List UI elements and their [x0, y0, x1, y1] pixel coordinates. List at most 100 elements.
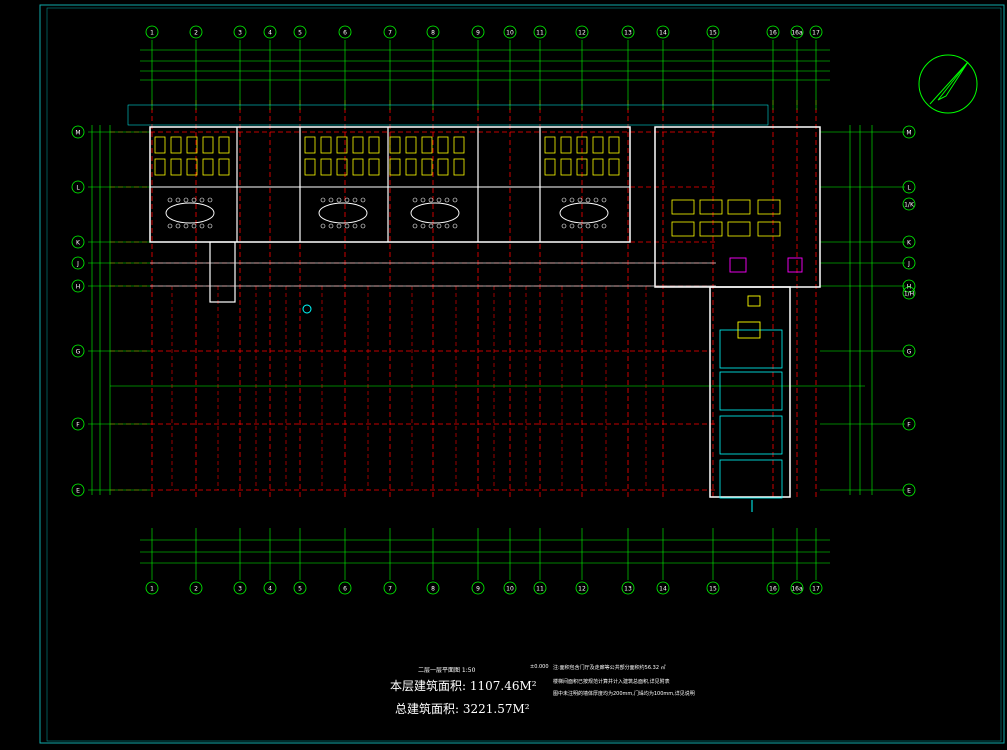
column-grid	[110, 100, 817, 500]
chair	[593, 197, 599, 203]
bed	[368, 158, 380, 176]
chair	[167, 197, 173, 203]
grid-bubble-bottom-label: 16	[769, 586, 777, 593]
bed	[336, 158, 348, 176]
grid-bubble-top	[426, 25, 440, 39]
grid-bubble-bottom-label: 6	[343, 586, 347, 593]
grid-bubble-bottom-label: 3	[238, 586, 242, 593]
bed	[576, 158, 588, 176]
chair	[601, 223, 607, 229]
grid-bubble-bottom	[706, 581, 720, 595]
grid-bubble-top-label: 13	[624, 30, 632, 37]
chair	[191, 197, 197, 203]
label-strip	[127, 104, 769, 126]
grid-bubble-right	[902, 125, 916, 139]
grid-bubble-top	[293, 25, 307, 39]
grid-bubble-bottom	[263, 581, 277, 595]
chair	[452, 197, 458, 203]
chair	[577, 223, 583, 229]
bed	[304, 136, 316, 154]
grid-bubble-bottom-label: 11	[536, 586, 544, 593]
chair	[412, 197, 418, 203]
bed	[170, 136, 182, 154]
level-tag: ±0.000	[530, 664, 549, 670]
chair	[569, 197, 575, 203]
bed	[437, 136, 449, 154]
grid-bubble-right-label: M	[906, 130, 911, 137]
grid-bubble-bottom-label: 12	[578, 586, 586, 593]
chair	[585, 197, 591, 203]
chair	[420, 197, 426, 203]
grid-bubble-top-label: 12	[578, 30, 586, 37]
bed	[576, 136, 588, 154]
chair	[207, 197, 213, 203]
total-area: 总建筑面积: 3221.57M²	[395, 700, 530, 717]
toilet-fixture	[729, 257, 747, 273]
chair	[420, 223, 426, 229]
bed	[389, 158, 401, 176]
note-line-3: 图中未注明的墙体厚度均为200mm,门垛均为100mm,详见说明	[553, 691, 695, 697]
bed	[405, 136, 417, 154]
grid-bubble-bottom	[766, 581, 780, 595]
bed	[202, 158, 214, 176]
east-wing-wall	[709, 286, 791, 498]
bed	[421, 158, 433, 176]
grid-bubble-top	[338, 25, 352, 39]
floor-area-label: 本层建筑面积:	[390, 679, 467, 693]
grid-bubble-bottom-label: 15	[709, 586, 717, 593]
furniture-layer	[154, 136, 803, 339]
chair	[360, 197, 366, 203]
bed	[389, 136, 401, 154]
grid-bubble-left-label: M	[75, 130, 80, 137]
chair	[320, 197, 326, 203]
grid-bubble-top-label: 17	[812, 30, 820, 37]
grid-bubble-bottom	[189, 581, 203, 595]
chair	[344, 223, 350, 229]
grid-bubble-right	[902, 197, 916, 211]
grid-bubble-top	[809, 25, 823, 39]
grid-bubble-left-label: E	[76, 488, 80, 495]
grid-bubble-top-label: 9	[476, 30, 480, 37]
bed	[453, 158, 465, 176]
meeting-table	[559, 202, 609, 224]
grid-bubble-right-label: J	[907, 261, 910, 268]
grid-bubble-top	[263, 25, 277, 39]
grid-bubble-top	[383, 25, 397, 39]
floor-area-value: 1107.46M²	[469, 679, 537, 693]
bed	[320, 158, 332, 176]
office-desk	[671, 221, 695, 237]
grid-bubble-right	[902, 279, 916, 293]
grid-bubble-bottom-label: 7	[388, 586, 392, 593]
grid-bubble-left	[71, 344, 85, 358]
building-walls	[127, 104, 821, 499]
bed	[592, 136, 604, 154]
chair	[183, 223, 189, 229]
grid-bubble-left	[71, 417, 85, 431]
grid-bubble-left-label: F	[76, 422, 80, 429]
grid-bubble-top-label: 11	[536, 30, 544, 37]
bed	[320, 136, 332, 154]
drawing-frame-inner	[46, 7, 1002, 742]
chair	[167, 223, 173, 229]
grid-bubble-top-label: 14	[659, 30, 667, 37]
chair	[199, 223, 205, 229]
grid-bubble-right-label: F	[907, 422, 911, 429]
wing-room	[719, 371, 783, 411]
office-desk	[727, 221, 751, 237]
grid-bubble-top	[533, 25, 547, 39]
grid-bubble-top	[471, 25, 485, 39]
office-desk	[727, 199, 751, 215]
chair	[175, 223, 181, 229]
office-desk	[757, 221, 781, 237]
office-desk	[699, 221, 723, 237]
grid-bubble-top-label: 8	[431, 30, 435, 37]
chair	[593, 223, 599, 229]
chair	[336, 197, 342, 203]
grid-bubble-left-label: J	[76, 261, 79, 268]
north-block-wall	[149, 126, 631, 243]
bed	[336, 136, 348, 154]
grid-bubble-top	[575, 25, 589, 39]
grid-bubble-bottom	[575, 581, 589, 595]
toilet-fixture	[787, 257, 803, 273]
